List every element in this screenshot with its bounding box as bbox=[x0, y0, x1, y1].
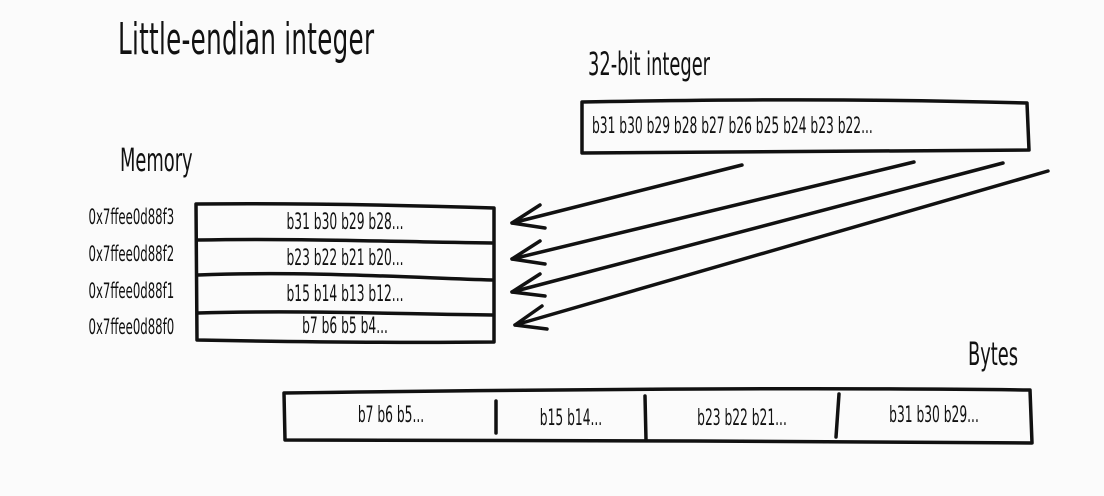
memory-address: 0x7ffee0d88f1 bbox=[88, 279, 174, 303]
byte-cell: b15 b14... bbox=[539, 406, 603, 431]
memory-box bbox=[194, 201, 496, 345]
arrow-byte-1 bbox=[510, 161, 1005, 298]
memory-row-bits: b7 b6 b5 b4... bbox=[302, 314, 388, 339]
byte-cell: b23 b22 b21... bbox=[697, 406, 787, 431]
bytes-box bbox=[282, 387, 1034, 445]
diagram-title: Little-endian integer bbox=[118, 14, 375, 65]
memory-row-divider bbox=[196, 237, 494, 245]
integer-label: 32-bit integer bbox=[588, 45, 711, 83]
arrow-byte-3 bbox=[510, 163, 744, 230]
memory-address: 0x7ffee0d88f2 bbox=[88, 242, 174, 266]
memory-row-bits: b15 b14 b13 b12... bbox=[286, 282, 404, 307]
memory-row-divider bbox=[196, 310, 494, 317]
memory-row-bits: b31 b30 b29 b28... bbox=[286, 210, 404, 235]
memory-row-bits: b23 b22 b21 b20... bbox=[286, 246, 404, 271]
memory-row-divider bbox=[196, 271, 494, 282]
bytes-divider bbox=[643, 394, 648, 442]
byte-cell: b7 b6 b5... bbox=[357, 403, 425, 428]
byte-cell: b31 b30 b29... bbox=[889, 403, 979, 428]
memory-address: 0x7ffee0d88f3 bbox=[88, 205, 174, 229]
memory-address: 0x7ffee0d88f0 bbox=[88, 315, 174, 339]
arrow-byte-2 bbox=[510, 160, 916, 266]
integer-bits: b31 b30 b29 b28 b27 b26 b25 b24 b23 b22.… bbox=[592, 114, 873, 139]
integer-box bbox=[580, 98, 1031, 155]
arrow-byte-0 bbox=[513, 169, 1050, 331]
memory-label: Memory bbox=[120, 141, 193, 179]
bytes-label: Bytes bbox=[968, 335, 1019, 373]
bytes-divider bbox=[834, 392, 841, 439]
